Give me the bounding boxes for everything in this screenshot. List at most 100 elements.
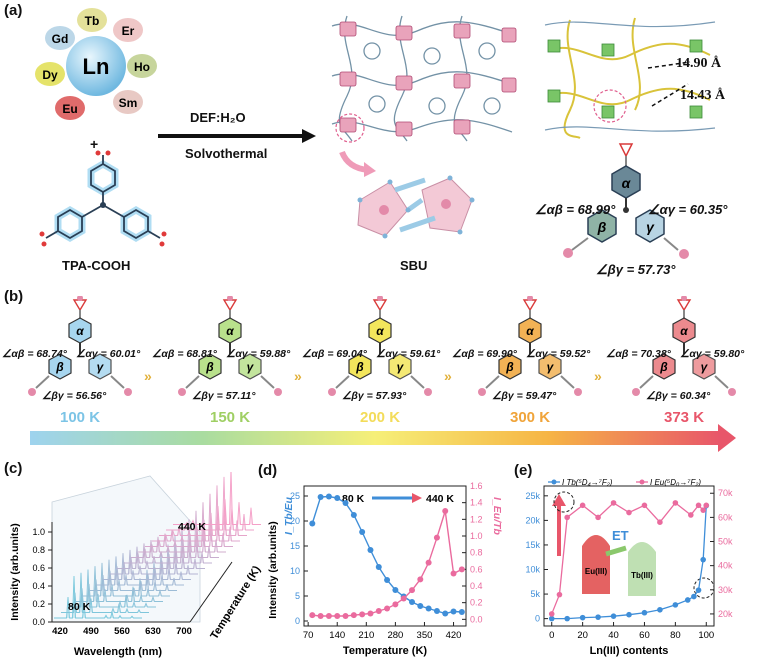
lanthanide-flower: Tb Er Ho Sm Eu Dy Gd Ln: [35, 8, 157, 120]
x-tick-label: 630: [145, 626, 161, 637]
data-point: [425, 559, 432, 566]
y-tick-label: 0.4: [32, 581, 45, 591]
panel-a-label: (a): [4, 2, 23, 19]
angle-ab-3: ∠αβ = 69.90°: [452, 348, 517, 360]
highlight-circle-low: [553, 491, 575, 513]
ring-beta: [48, 353, 72, 380]
data-point: [392, 601, 399, 608]
label-440k: 440 K: [178, 521, 206, 533]
petal-gd: Gd: [45, 26, 75, 50]
y2-tick-label: 1.4: [470, 498, 483, 508]
chevron-right-icon: »: [144, 368, 152, 384]
label-et: ET: [612, 528, 629, 543]
ring-gamma-label: γ: [247, 360, 255, 374]
data-point: [641, 502, 648, 509]
data-point: [325, 493, 332, 500]
label-eu: Eu(III): [585, 567, 608, 576]
y-tick-label: 10: [290, 566, 300, 576]
carboxylate-top: [676, 299, 692, 312]
metal-top: [681, 296, 687, 301]
x-tick-label: 80: [670, 630, 681, 641]
z-axis-label: Temperature (K): [208, 564, 263, 642]
data-point: [610, 500, 617, 506]
data-point: [317, 494, 324, 500]
x-tick-label: 420: [52, 626, 68, 637]
petal-sm: Sm: [113, 90, 143, 114]
angle-ag-3: ∠αγ = 59.52°: [526, 348, 591, 360]
y-tick-label: 1.0: [32, 527, 45, 537]
ring-gamma: [538, 353, 562, 380]
data-point: [703, 502, 710, 509]
bond-left: [185, 375, 200, 389]
data-point: [417, 603, 424, 609]
data-point: [595, 514, 601, 521]
ring-gamma: [388, 353, 412, 380]
legend-marker-eu: [639, 479, 645, 485]
data-point: [458, 566, 465, 573]
data-point: [672, 602, 679, 608]
data-point: [688, 512, 694, 518]
data-point: [350, 612, 357, 619]
petal-er: Er: [113, 18, 143, 42]
x-tick-label: 70: [303, 630, 314, 641]
plot-frame: [543, 485, 715, 627]
y2-tick-label: 60k: [718, 512, 733, 522]
spectrum-trace: [173, 472, 261, 525]
x-tick-label: 280: [387, 630, 403, 641]
temp-label-0: 100 K: [60, 409, 101, 426]
panel-c-label: (c): [4, 460, 23, 477]
petal-dy: Dy: [35, 62, 65, 86]
bond-left: [639, 375, 654, 389]
temp-label-1: 150 K: [210, 409, 251, 426]
y-tick-label: 0: [535, 614, 540, 624]
angle-bg-0: ∠βγ = 56.56°: [42, 390, 107, 402]
svg-text:β: β: [597, 219, 607, 235]
y-tick-label: 0: [295, 616, 300, 626]
metal-right: [728, 388, 736, 396]
angle-ab-2: ∠αβ = 69.04°: [302, 348, 367, 360]
highlight-circle-high: [693, 577, 715, 599]
data-point: [610, 613, 617, 619]
data-point: [442, 508, 449, 514]
data-point: [626, 611, 632, 618]
y-tick-label: 20: [290, 516, 300, 526]
y2-tick-label: 1.2: [470, 514, 483, 524]
data-point: [342, 613, 349, 619]
series-line-1: [312, 510, 463, 617]
data-point: [626, 509, 632, 516]
data-point: [691, 593, 697, 600]
temp-label-4: 373 K: [664, 409, 705, 426]
data-point: [359, 529, 366, 535]
svg-text:Eu: Eu: [62, 102, 77, 116]
bond-right: [714, 375, 729, 389]
angle-ag-0: ∠αγ = 60.01°: [76, 348, 141, 360]
ring-beta: [652, 353, 676, 380]
data-point: [695, 502, 702, 509]
y-tick-label: 0.6: [32, 563, 45, 573]
ring-gamma-label: γ: [547, 360, 555, 374]
chevron-right-icon: »: [444, 368, 452, 384]
ring-beta: [198, 353, 222, 380]
metal-top: [377, 296, 383, 301]
metal-left: [478, 388, 486, 396]
svg-text:Tb: Tb: [85, 14, 100, 28]
data-point: [334, 495, 341, 501]
y-tick-label: 15k: [525, 540, 540, 550]
temperature-gradient-bar: [30, 431, 720, 445]
data-point: [367, 610, 374, 617]
y-tick-label: 0.2: [32, 599, 45, 609]
svg-text:Gd: Gd: [52, 32, 69, 46]
x-tick-label: 20: [577, 630, 588, 641]
y-tick-label: 25k: [525, 491, 540, 501]
data-point: [700, 507, 706, 513]
eu-figure-icon: [582, 535, 610, 594]
data-point: [409, 599, 415, 605]
data-point: [458, 609, 465, 615]
data-point: [595, 614, 601, 620]
y2-tick-label: 1.0: [470, 531, 483, 541]
data-point: [564, 615, 570, 622]
ring-alpha-label: α: [526, 324, 534, 338]
